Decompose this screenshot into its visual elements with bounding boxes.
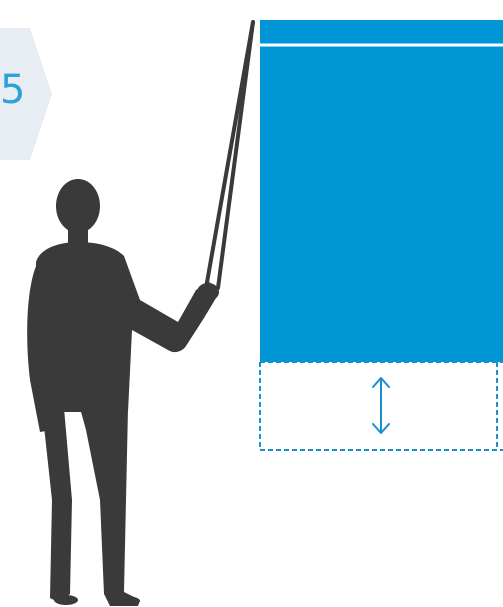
projection-screen — [260, 20, 503, 362]
person-silhouette-icon — [27, 179, 219, 606]
adjustable-extension-area — [260, 362, 503, 450]
screen-panel — [260, 20, 503, 362]
vertical-double-arrow-icon — [373, 378, 389, 433]
pointer-stick — [206, 22, 253, 288]
